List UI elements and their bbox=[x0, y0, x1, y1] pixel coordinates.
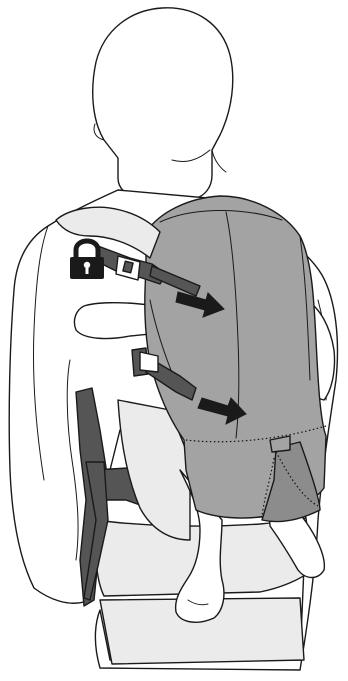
parent-head bbox=[93, 8, 233, 198]
